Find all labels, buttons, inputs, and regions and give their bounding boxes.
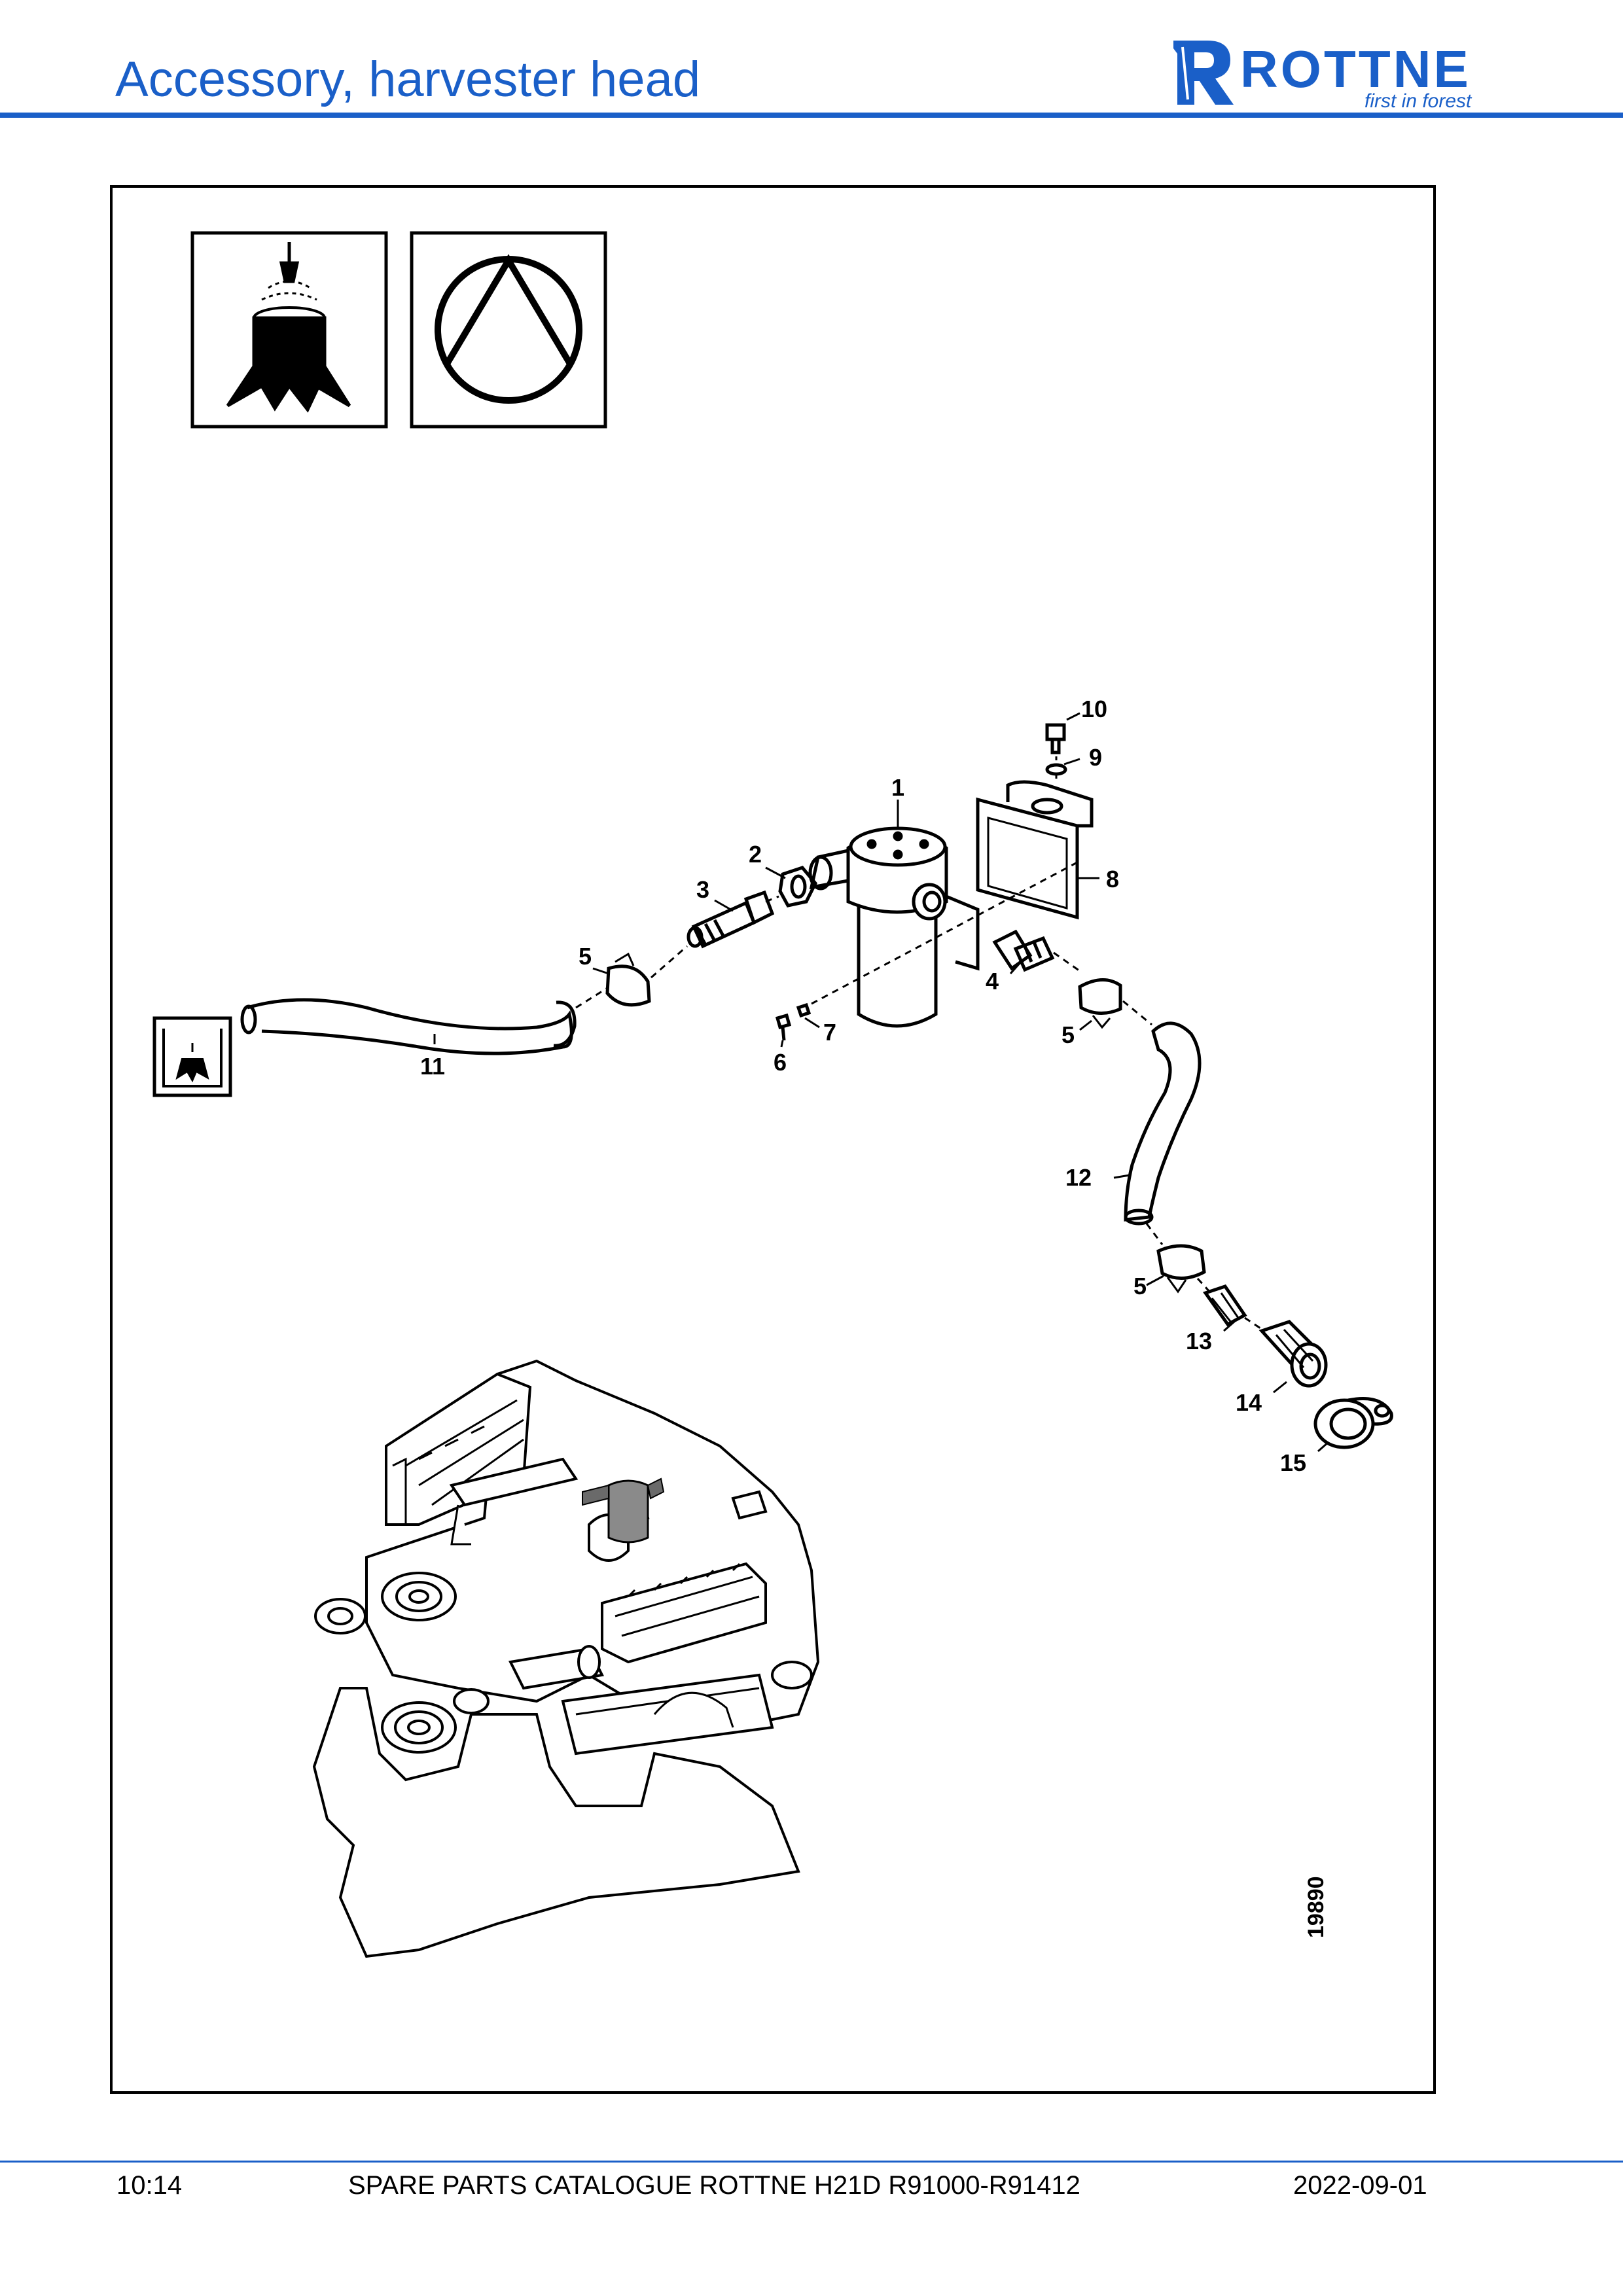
callout-15: 15 bbox=[1280, 1449, 1306, 1476]
callout-5-left: 5 bbox=[579, 943, 592, 970]
hose-11 bbox=[247, 998, 573, 1055]
callout-7: 7 bbox=[823, 1019, 836, 1046]
header-rule bbox=[0, 113, 1623, 118]
harvester-head-overview bbox=[312, 1359, 820, 1958]
footer-page: 10:14 bbox=[116, 2171, 183, 2200]
dust-cap bbox=[1313, 1397, 1393, 1449]
mounting-bracket bbox=[976, 780, 1094, 920]
callout-2: 2 bbox=[749, 841, 762, 868]
quick-coupling-nipple bbox=[1203, 1284, 1247, 1327]
filter-housing bbox=[808, 826, 980, 1028]
rottne-r-mark-icon bbox=[1173, 41, 1234, 105]
nut bbox=[778, 866, 817, 908]
hose-clamp bbox=[605, 964, 651, 1007]
bolt bbox=[1045, 723, 1066, 754]
hose-nipple bbox=[687, 890, 775, 949]
washer-small bbox=[796, 1002, 812, 1018]
callout-11: 11 bbox=[420, 1053, 445, 1080]
triangle-in-circle-icon bbox=[410, 231, 607, 429]
logo-word: ROTTNE bbox=[1240, 40, 1471, 98]
screw bbox=[775, 1013, 792, 1041]
stump-spray-icon bbox=[190, 231, 388, 429]
callout-1: 1 bbox=[891, 774, 904, 801]
overview-filter-highlight bbox=[582, 1477, 665, 1544]
washer bbox=[1045, 763, 1067, 776]
callout-14: 14 bbox=[1236, 1389, 1262, 1416]
logo-tagline: first in forest bbox=[1364, 90, 1472, 112]
callout-3: 3 bbox=[696, 876, 709, 903]
callout-6: 6 bbox=[774, 1049, 787, 1076]
callout-13: 13 bbox=[1186, 1328, 1212, 1354]
fitting bbox=[992, 929, 1055, 972]
callout-4: 4 bbox=[986, 968, 999, 995]
rottne-logo: ROTTNE first in forest bbox=[1168, 34, 1508, 112]
footer-rule bbox=[0, 2161, 1623, 2163]
hose-clamp bbox=[1156, 1244, 1206, 1280]
callout-12: 12 bbox=[1065, 1164, 1092, 1191]
drawing-number: 19890 bbox=[1304, 1876, 1329, 1938]
footer-date: 2022-09-01 bbox=[1293, 2171, 1427, 2200]
quick-coupling bbox=[1258, 1320, 1328, 1388]
callout-5-right: 5 bbox=[1061, 1021, 1075, 1048]
page-title: Accessory, harvester head bbox=[115, 52, 701, 107]
drawing-frame bbox=[110, 185, 1436, 2094]
callout-5-lower: 5 bbox=[1133, 1273, 1147, 1299]
callout-8: 8 bbox=[1106, 866, 1119, 892]
callout-9: 9 bbox=[1089, 744, 1102, 771]
hose-clamp bbox=[1078, 978, 1122, 1016]
footer-catalogue: SPARE PARTS CATALOGUE ROTTNE H21D R91000… bbox=[348, 2171, 1080, 2200]
hose-12 bbox=[1124, 1021, 1202, 1222]
tank-stump-icon bbox=[152, 1016, 232, 1097]
callout-10: 10 bbox=[1081, 696, 1107, 722]
